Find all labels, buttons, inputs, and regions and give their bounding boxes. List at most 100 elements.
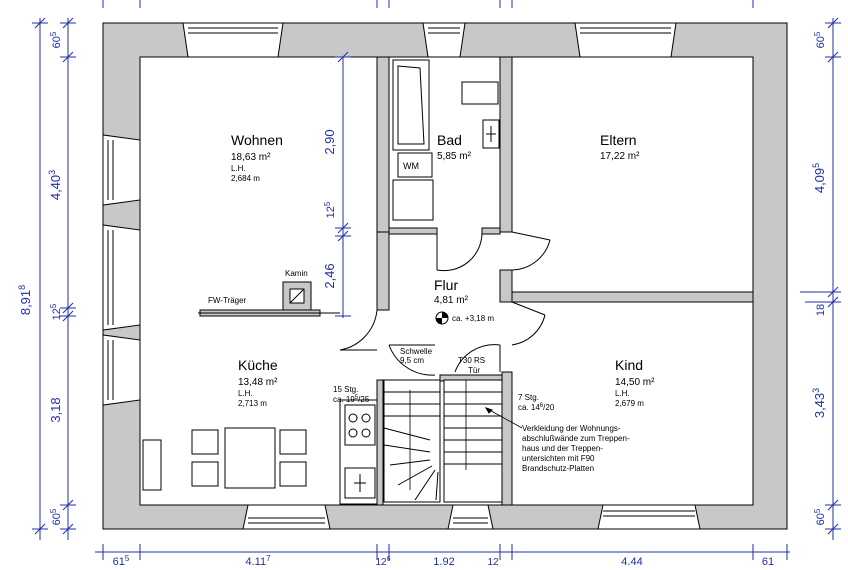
door-eltern (511, 231, 551, 271)
dim-right-bottom: 605 (813, 508, 827, 525)
sideboard-icon (142, 439, 162, 491)
window-wohnen-left-2 (102, 224, 141, 331)
stove-icon (344, 404, 376, 446)
dim-inner-125: 125 (323, 201, 337, 218)
window-bad-top (422, 22, 466, 58)
room-kueche-lh-label: L.H. (238, 389, 253, 398)
dim-left-mid: 125 (49, 303, 63, 320)
room-eltern-name: Eltern (600, 132, 637, 148)
level-symbol-icon (435, 311, 449, 325)
dryer-icon (392, 179, 434, 221)
note-leader (485, 407, 523, 429)
doors (339, 231, 551, 376)
room-labels: Wohnen 18,63 m² L.H. 2,684 m Bad 5,85 m²… (231, 132, 655, 408)
wall-wohnen-flur (376, 231, 390, 311)
stair-well-left (383, 379, 441, 503)
window-kueche-left (102, 334, 141, 406)
dim-left-bottom: 605 (49, 508, 63, 525)
t30-label-1: T30 RS (458, 356, 485, 365)
dining-table-icon (191, 427, 307, 489)
dim-right-mid: 18 (815, 304, 827, 316)
stair-b-label-1: 7 Stg. (518, 393, 539, 402)
stair-direction-arrow (409, 380, 467, 490)
dim-left-wohnen: 4,403 (47, 170, 63, 200)
room-bad-area: 5,85 m² (437, 151, 472, 162)
stair-treads (383, 391, 502, 501)
room-kind-name: Kind (615, 357, 643, 373)
room-wohnen-area: 18,63 m² (231, 152, 271, 163)
dim-bottom-3: 126 (375, 556, 390, 565)
dim-left-kueche: 3,18 (48, 397, 63, 422)
counter-icon (339, 399, 378, 505)
room-flur-level: ca. +3,18 m (452, 314, 494, 323)
room-bad-name: Bad (437, 132, 462, 148)
stairs (383, 379, 523, 503)
window-stairs-bottom (447, 504, 494, 530)
door-wohnen (339, 309, 378, 351)
wall-corridor-stairs (376, 379, 384, 506)
wall-eltern-kind (511, 291, 754, 303)
window-kueche-bottom (242, 504, 331, 530)
window-wohnen-top (182, 22, 284, 58)
dim-bottom-7: 61 (762, 556, 774, 565)
wall-bad-flur (388, 227, 438, 235)
schwelle-label-1: Schwelle (400, 347, 433, 356)
window-wohnen-left-1 (102, 134, 141, 206)
fire-protection-note: Verkleidung der Wohnungs- abschlußwände … (522, 424, 632, 473)
fw-traeger-label: FW-Träger (208, 296, 247, 305)
room-kind-lh-label: L.H. (615, 389, 630, 398)
room-wohnen-lh-label: L.H. (231, 164, 246, 173)
stair-b-label-2: ca. 146/20 (518, 403, 555, 412)
room-wohnen-name: Wohnen (231, 132, 283, 148)
dim-bottom-1: 615 (113, 554, 130, 565)
washing-machine-icon (397, 152, 433, 178)
wall-bad-eltern (499, 56, 513, 233)
annotation-labels: WM Kamin FW-Träger Schwelle 9,5 cm T30 R… (208, 161, 632, 473)
t30-label-2: Tür (468, 366, 480, 375)
room-kind-lh-value: 2,679 m (615, 399, 644, 408)
wall-stairs-kind (501, 371, 513, 506)
dim-inner-246: 2,46 (322, 263, 337, 288)
fixtures (142, 59, 500, 505)
room-eltern-area: 17,22 m² (600, 151, 640, 162)
stair-a-label-2: ca. 195/25 (333, 395, 370, 404)
room-kueche-lh-value: 2,713 m (238, 399, 267, 408)
room-wohnen-lh-value: 2,684 m (231, 174, 260, 183)
bathtub-icon (392, 59, 430, 151)
dim-bottom-5: 12 (487, 557, 499, 565)
stair-well-right (443, 379, 503, 503)
room-kueche-name: Küche (238, 357, 278, 373)
dim-bottom-4: 1,92 (433, 556, 454, 565)
dim-left-top: 605 (49, 31, 63, 48)
wm-label: WM (403, 161, 419, 171)
window-eltern-top (574, 22, 677, 58)
schwelle-label-2: 9,5 cm (400, 356, 424, 365)
dim-right-top: 605 (813, 31, 827, 48)
door-kind (511, 301, 546, 346)
door-kueche (388, 344, 436, 376)
windows (102, 22, 701, 530)
chimney-icon (282, 281, 312, 311)
toilet-icon (461, 81, 499, 105)
room-kueche-area: 13,48 m² (238, 377, 278, 388)
wall-wohnen-bad (376, 56, 390, 233)
dim-bottom-6: 4,44 (621, 556, 642, 565)
dimension-lines (32, 0, 841, 560)
dim-inner-290: 2,90 (322, 129, 337, 154)
dim-left-total: 8,918 (17, 285, 33, 315)
wall-bad-flur-2 (481, 227, 501, 235)
wall-eltern-flur (499, 269, 513, 303)
room-kind-area: 14,50 m² (615, 377, 655, 388)
dim-right-kind: 3,433 (811, 388, 827, 418)
room-flur-name: Flur (434, 277, 458, 293)
door-bad (436, 231, 483, 272)
door-stairwell (454, 344, 501, 373)
kamin-label: Kamin (285, 269, 308, 278)
dim-right-eltern: 4,095 (811, 163, 827, 193)
window-kind-bottom (597, 504, 701, 530)
dim-bottom-2: 4,117 (245, 554, 271, 565)
stair-a-label-1: 15 Stg. (333, 385, 358, 394)
room-flur-area: 4,81 m² (434, 295, 469, 306)
